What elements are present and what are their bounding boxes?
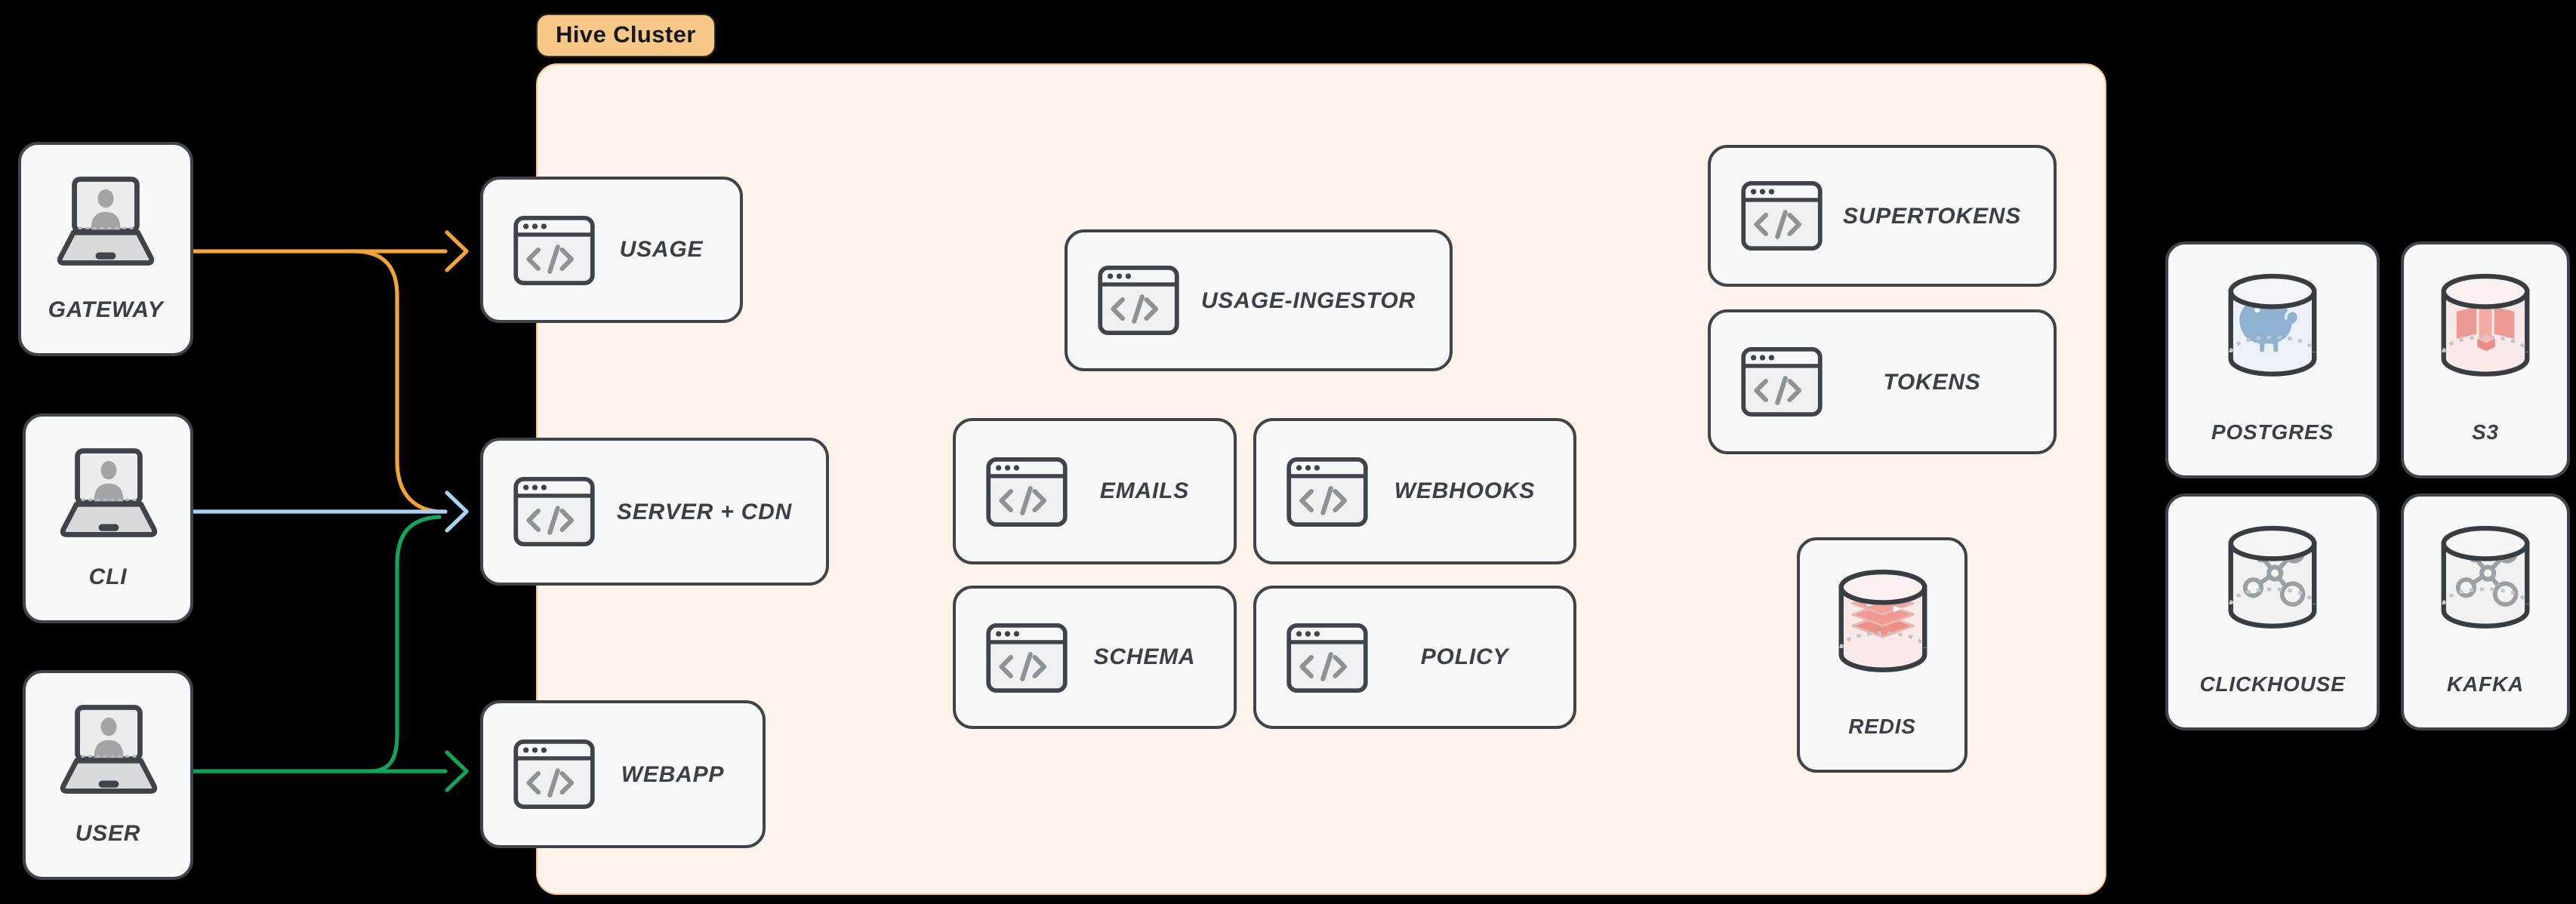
code-window-icon: [513, 477, 595, 546]
laptop-user-icon: [49, 703, 167, 800]
service-label: POLICY: [1420, 644, 1509, 670]
clickhouse-database-icon: [2221, 519, 2324, 638]
code-window-icon: [1741, 181, 1823, 251]
actor-label: CLI: [88, 564, 128, 590]
s3-database-icon: [2434, 267, 2537, 386]
code-window-icon: [1286, 457, 1368, 526]
actor-label: USER: [75, 821, 141, 847]
edge-gateway-to-servercdn: [354, 249, 440, 514]
service-node-schema: SCHEMA: [953, 586, 1237, 729]
service-label: TOKENS: [1883, 369, 1981, 395]
db-node-clickhouse: CLICKHOUSE: [2165, 494, 2380, 730]
postgres-database-icon: [2221, 267, 2324, 386]
code-window-icon: [986, 457, 1068, 526]
service-node-tokens: TOKENS: [1708, 309, 2057, 454]
database-label: CLICKHOUSE: [2199, 672, 2346, 696]
redis-database-icon: [1831, 563, 1934, 682]
laptop-user-icon: [47, 175, 165, 272]
edge-user-to-servercdn: [369, 515, 442, 773]
service-label: SCHEMA: [1093, 644, 1196, 670]
laptop-user-icon: [49, 447, 167, 543]
arrowhead-webapp-icon: [445, 750, 469, 792]
db-node-redis: REDIS: [1797, 537, 1967, 773]
db-node-kafka: KAFKA: [2401, 494, 2570, 730]
db-node-s3: S3: [2401, 241, 2570, 478]
service-node-server_cdn: SERVER + CDN: [480, 438, 829, 586]
actor-label: GATEWAY: [48, 297, 164, 323]
database-label: REDIS: [1848, 714, 1916, 738]
service-label: USAGE: [619, 237, 704, 263]
service-label: WEBHOOKS: [1394, 478, 1536, 504]
service-node-supertokens: SUPERTOKENS: [1708, 145, 2057, 287]
service-label: WEBAPP: [621, 761, 725, 787]
service-node-webapp: WEBAPP: [480, 700, 766, 848]
service-node-webhooks: WEBHOOKS: [1253, 418, 1576, 564]
service-label: SUPERTOKENS: [1842, 203, 2022, 229]
code-window-icon: [1098, 266, 1179, 335]
service-node-emails: EMAILS: [953, 418, 1237, 564]
arrowhead-servercdn-icon: [445, 490, 469, 533]
database-label: POSTGRES: [2211, 420, 2334, 444]
service-node-usage_ingestor: USAGE-INGESTOR: [1065, 229, 1453, 371]
code-window-icon: [1286, 623, 1368, 692]
code-window-icon: [1741, 347, 1823, 417]
service-node-usage: USAGE: [480, 177, 743, 323]
actor-node-cli: CLI: [23, 414, 193, 623]
service-label: EMAILS: [1099, 478, 1190, 504]
database-label: KAFKA: [2447, 672, 2524, 696]
db-node-postgres: POSTGRES: [2165, 241, 2380, 478]
actor-node-user: USER: [23, 670, 193, 880]
hive-cluster-label: Hive Cluster: [536, 14, 716, 57]
service-label: USAGE-INGESTOR: [1200, 287, 1416, 313]
code-window-icon: [986, 623, 1068, 692]
service-node-policy: POLICY: [1253, 586, 1576, 729]
service-label: SERVER + CDN: [616, 499, 793, 524]
arrowhead-usage-icon: [445, 230, 469, 272]
kafka-database-icon: [2434, 519, 2537, 638]
code-window-icon: [513, 739, 595, 809]
database-label: S3: [2472, 420, 2499, 444]
actor-node-gateway: GATEWAY: [18, 142, 193, 356]
code-window-icon: [513, 215, 595, 284]
